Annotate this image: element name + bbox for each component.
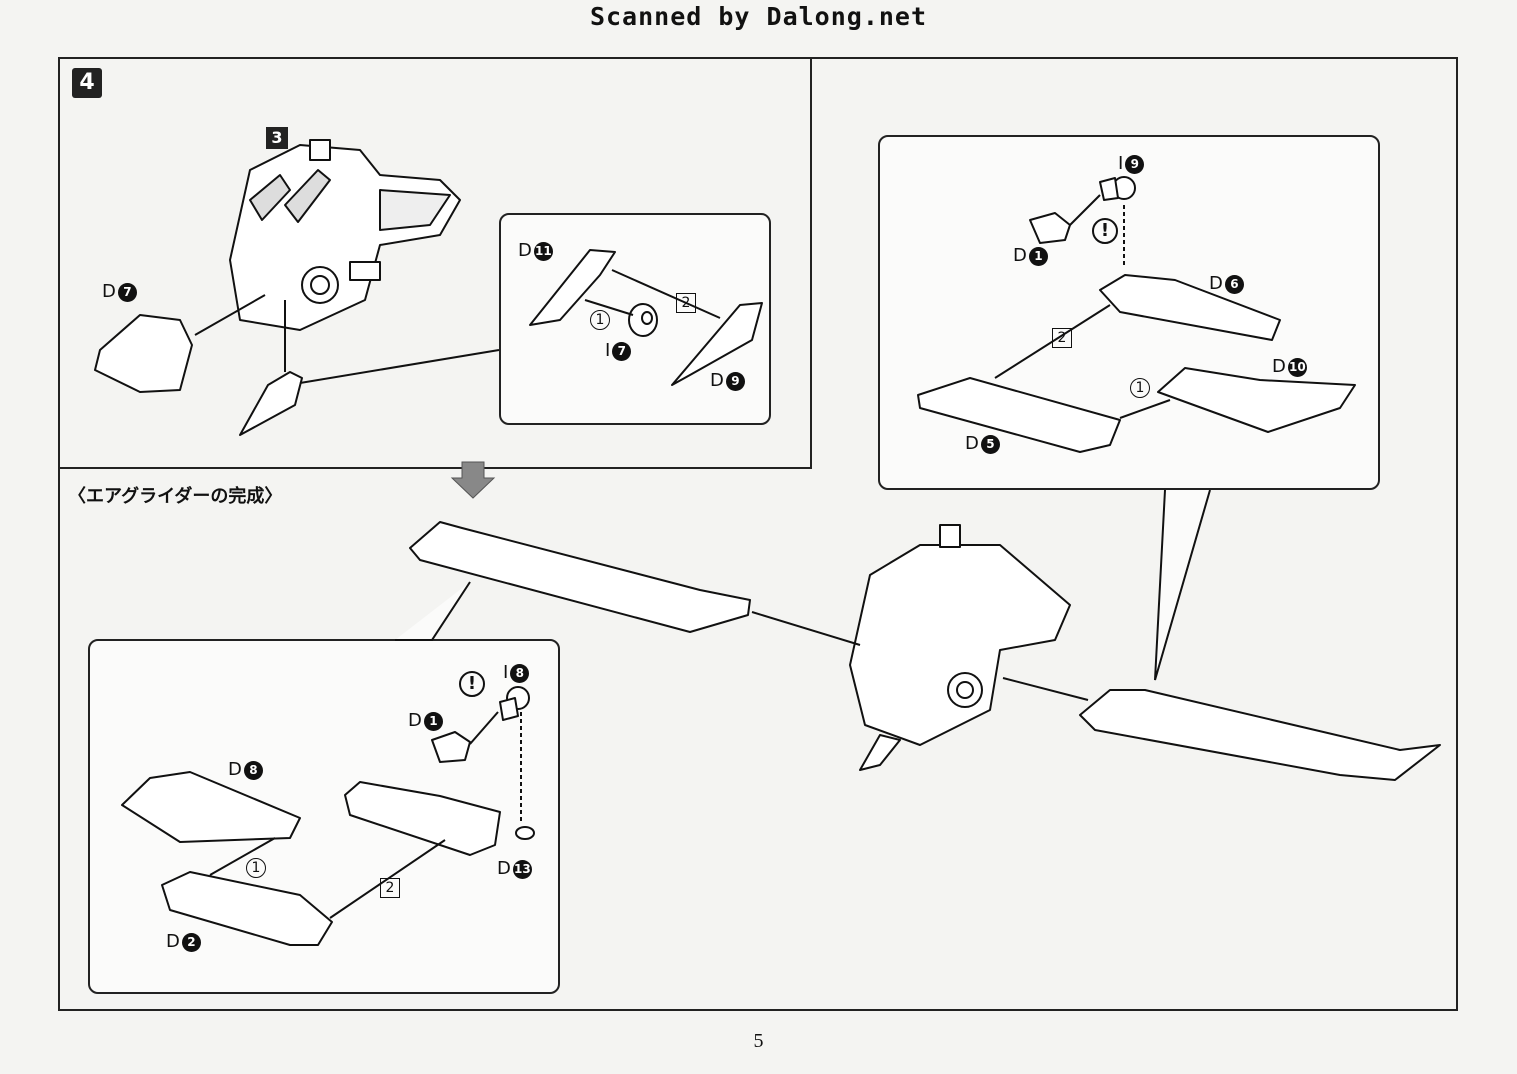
- page-number: 5: [753, 1030, 764, 1052]
- part-d6-shape: [1099, 274, 1281, 341]
- part-d13-shape: [344, 781, 501, 856]
- caution-mark-left: !: [459, 671, 485, 697]
- part-d9-shape: [671, 302, 763, 386]
- part-d5-shape: [917, 377, 1121, 453]
- scan-credit: Scanned by Dalong.net: [589, 2, 928, 31]
- main-body: [849, 544, 1071, 746]
- order-mark-1-right: 1: [1130, 378, 1150, 398]
- step-number-badge: 4: [72, 68, 102, 98]
- part-d10-shape: [1157, 367, 1356, 433]
- part-d8-shape: [121, 771, 301, 843]
- part-d7-shape: [94, 314, 193, 393]
- order-mark-2-left: 2: [380, 878, 400, 898]
- order-mark-2-right: 2: [1052, 328, 1072, 348]
- section-title: 〈エアグライダーの完成〉: [68, 486, 283, 507]
- page-frame: [58, 57, 1458, 1011]
- body-unit-upper: [229, 139, 461, 331]
- order-mark-1-blade: 1: [590, 310, 610, 330]
- main-left-wing: [409, 521, 751, 633]
- order-mark-2-blade: 2: [676, 293, 696, 313]
- part-blade-small: [239, 371, 303, 436]
- flow-arrow-down: [450, 461, 496, 499]
- part-d11-shape: [529, 249, 616, 326]
- main-right-wing: [1079, 689, 1441, 781]
- order-mark-1-left: 1: [246, 858, 266, 878]
- caution-mark-right: !: [1092, 218, 1118, 244]
- step-4-block: [58, 57, 812, 469]
- part-d2-shape: [161, 871, 333, 946]
- sub-assembly-badge: 3: [266, 127, 288, 149]
